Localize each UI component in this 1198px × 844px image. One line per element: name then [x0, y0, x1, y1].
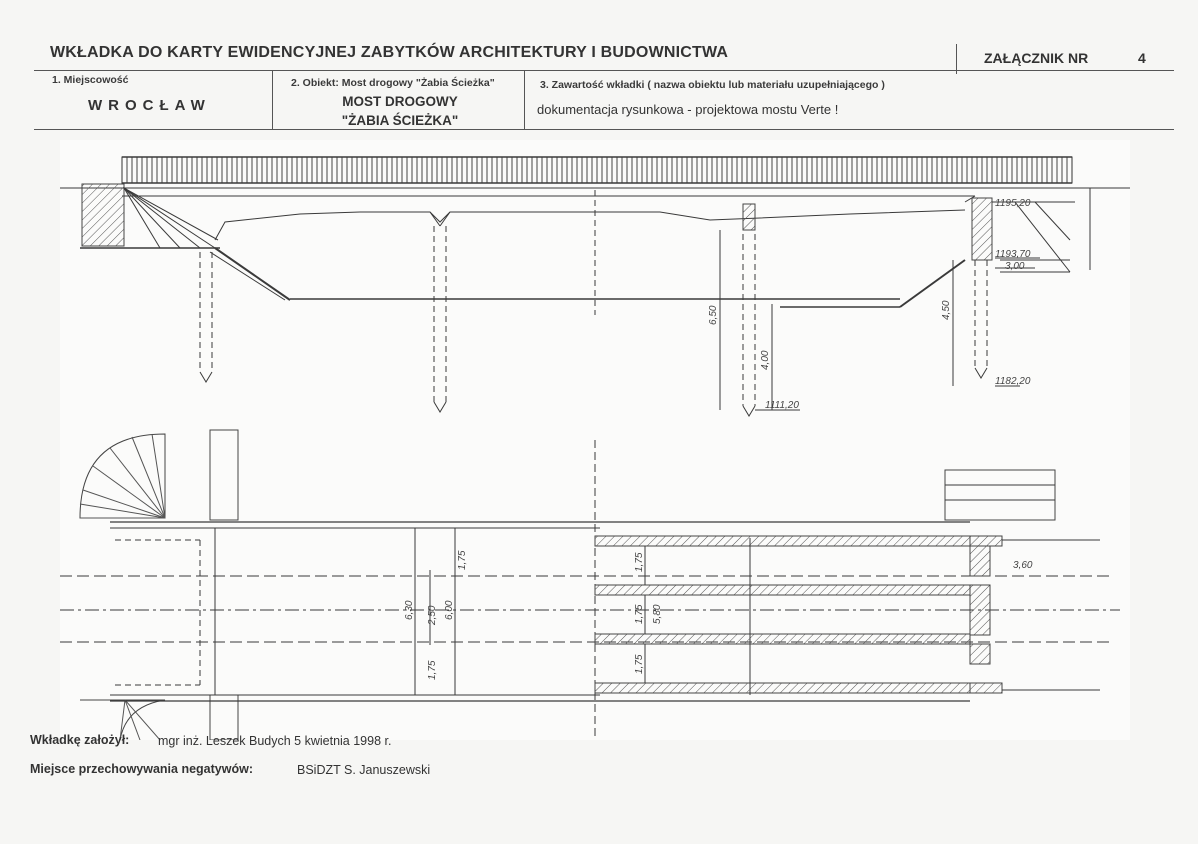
content-label: 3. Zawartość wkładki ( nazwa obiektu lub… — [540, 79, 885, 91]
dim-label: 1111,20 — [765, 400, 799, 411]
dim-label: 6,30 — [404, 600, 415, 620]
dim-label: 5,80 — [652, 604, 663, 624]
dim-label: 4,00 — [760, 350, 771, 370]
founder-label: Wkładkę założył: — [30, 733, 130, 747]
dim-label: 1,75 — [457, 550, 468, 570]
field-divider-1 — [272, 71, 273, 129]
object-value-line2: "ŻABIA ŚCIEŻKA" — [341, 113, 459, 128]
dim-label: 1,75 — [427, 660, 438, 680]
dim-label: 1182,20 — [995, 376, 1031, 387]
locality-value: WROCŁAW — [88, 97, 211, 114]
dim-label: 4,50 — [941, 300, 952, 320]
dim-label: 1,75 — [634, 654, 645, 674]
header-rule — [34, 70, 1174, 71]
dim-label: 6,00 — [444, 600, 455, 620]
form-title: WKŁADKA DO KARTY EWIDENCYJNEJ ZABYTKÓW A… — [50, 44, 729, 61]
beam-1 — [594, 535, 971, 547]
dim-label: 1193,70 — [995, 249, 1031, 260]
object-value-line1: MOST DROGOWY — [342, 94, 458, 109]
dim-label: 6,50 — [708, 305, 719, 325]
dim-label: 1,75 — [634, 552, 645, 572]
locality-label: 1. Miejscowość — [52, 74, 129, 86]
dim-label: 2,50 — [427, 605, 438, 626]
railing — [121, 156, 1073, 184]
founder-value: mgr inż. Leszek Budych 5 kwietnia 1998 r… — [158, 734, 392, 748]
beam-4 — [594, 682, 971, 694]
dim-label: 3,60 — [1013, 560, 1033, 571]
header-divider — [956, 44, 957, 74]
beam-2 — [594, 584, 971, 596]
bridge-drawing-svg: 1195,20 1193,70 3,00 6,50 4,00 4,50 1182… — [60, 156, 1130, 741]
content-value: dokumentacja rysunkowa - projektowa most… — [537, 102, 839, 117]
negatives-value: BSiDZT S. Januszewski — [297, 763, 431, 777]
dim-label: 3,00 — [1005, 261, 1025, 272]
object-label: 2. Obiekt: Most drogowy "Żabia Ścieżka" — [291, 77, 495, 89]
annex-number: 4 — [1138, 50, 1146, 66]
beam-3 — [594, 633, 971, 645]
negatives-label: Miejsce przechowywania negatywów: — [30, 762, 253, 776]
dim-label: 1195,20 — [995, 198, 1031, 209]
field-divider-2 — [524, 71, 525, 129]
annex-label: ZAŁĄCZNIK NR — [984, 50, 1089, 66]
dim-label: 1,75 — [634, 604, 645, 624]
bridge-drawing: 1195,20 1193,70 3,00 6,50 4,00 4,50 1182… — [60, 140, 1130, 741]
field-rule — [34, 129, 1174, 130]
